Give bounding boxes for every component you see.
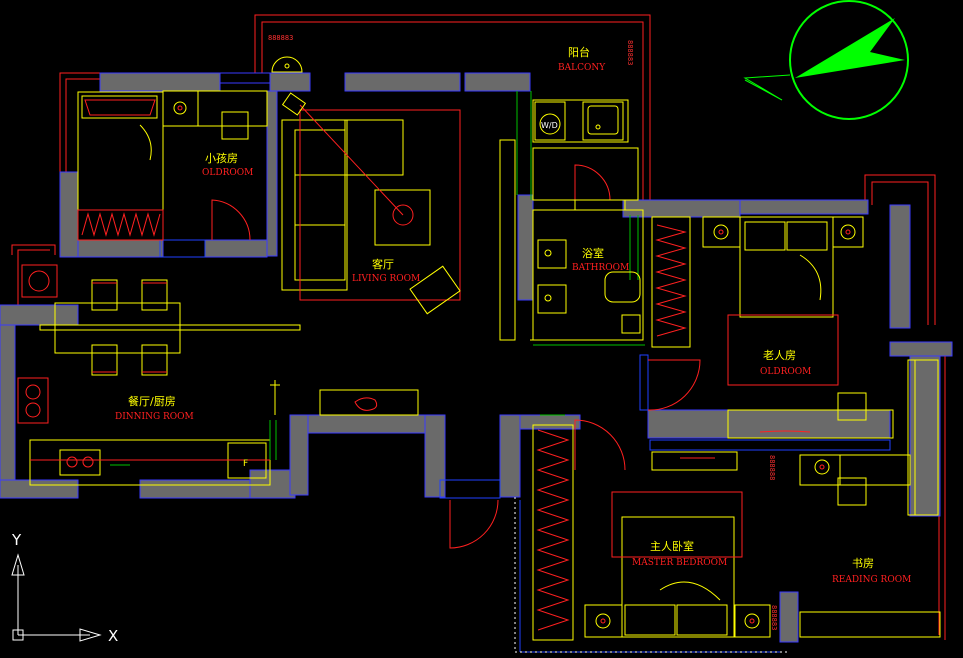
reading-room-label-zh: 书房 bbox=[852, 557, 874, 570]
small-old-room-label-zh: 小孩房 bbox=[205, 152, 238, 165]
fridge-label: F bbox=[243, 459, 248, 469]
dining-kitchen-furniture bbox=[17, 264, 419, 479]
dim-label-1: 888883 bbox=[268, 34, 293, 42]
svg-text:W/D: W/D bbox=[541, 121, 558, 130]
living-room-label-zh: 客厅 bbox=[372, 257, 394, 271]
x-axis-label: X bbox=[108, 627, 118, 645]
small-bedroom-furniture bbox=[77, 90, 251, 241]
old-room-furniture bbox=[647, 216, 867, 471]
dining-room-label-zh: 餐厅/厨房 bbox=[128, 394, 176, 408]
ucs-axis-icon bbox=[11, 553, 102, 642]
green-frames bbox=[110, 91, 645, 466]
bathroom-fixtures bbox=[537, 164, 641, 334]
old-room-label-en: OLDROOM bbox=[760, 367, 811, 377]
master-bedroom-furniture bbox=[449, 419, 771, 641]
small-old-room-label-en: OLDROOM bbox=[202, 168, 253, 178]
old-room-label-zh: 老人房 bbox=[763, 349, 796, 362]
living-room-furniture bbox=[281, 92, 461, 315]
living-room-label-en: LIVING ROOM bbox=[352, 274, 420, 284]
master-bedroom-label-en: MASTER BEDROOM bbox=[632, 558, 727, 568]
dim-label-2: 888883 bbox=[626, 40, 634, 65]
outer-boundary bbox=[11, 14, 946, 640]
balcony-fixtures: W/D bbox=[271, 56, 624, 141]
dining-room-label-en: DINNING ROOM bbox=[115, 412, 194, 422]
y-axis-label: Y bbox=[11, 531, 22, 549]
balcony-label-zh: 阳台 bbox=[568, 45, 590, 59]
dim-label-3: 888888 bbox=[768, 455, 776, 480]
master-bedroom-label-zh: 主人卧室 bbox=[650, 539, 694, 553]
walls bbox=[0, 72, 953, 643]
north-arrow bbox=[743, 0, 909, 120]
bathroom-label-zh: 浴室 bbox=[582, 246, 604, 260]
reading-room-label-en: READING ROOM bbox=[832, 575, 911, 585]
bathroom-label-en: BATHROOM bbox=[572, 263, 629, 273]
study-furniture bbox=[799, 359, 939, 516]
dotted-boundary bbox=[514, 497, 790, 653]
balcony-label-en: BALCONY bbox=[558, 63, 606, 73]
dim-label-4: 888883 bbox=[770, 605, 778, 630]
